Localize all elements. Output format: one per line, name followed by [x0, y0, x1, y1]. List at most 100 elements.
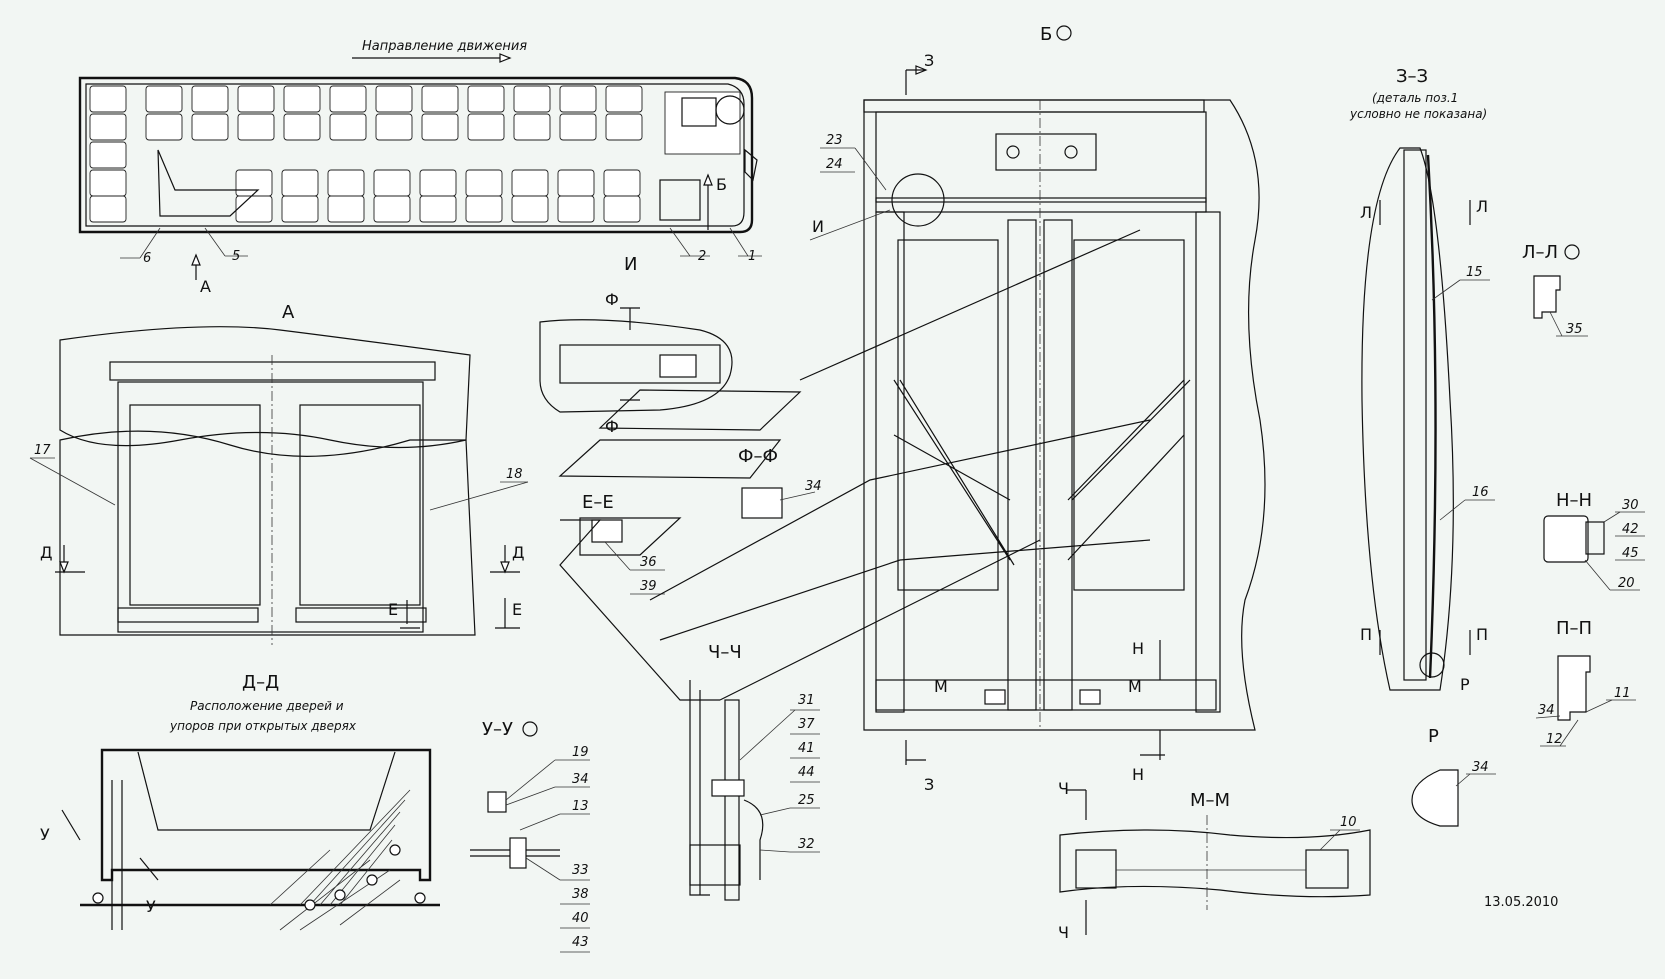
driver-seat — [681, 97, 717, 127]
view-MM-title: М–М — [1190, 790, 1230, 811]
view-ZZ-note-1: (деталь поз.1 — [1372, 91, 1458, 105]
view-LL-rotation-symbol — [1564, 244, 1580, 260]
seat — [375, 85, 413, 113]
view-PP: П–П 11 34 12 — [1535, 618, 1636, 747]
leader-35 — [1549, 311, 1563, 337]
seat — [235, 169, 273, 197]
view-ZZ-title: З–З — [1396, 66, 1428, 87]
seat — [465, 169, 503, 197]
callout-19: 19 — [572, 745, 589, 760]
view-DD-caption-1: Расположение дверей и — [190, 699, 344, 713]
seat — [237, 113, 275, 141]
callout-16: 16 — [1472, 485, 1489, 500]
door-frame — [117, 381, 424, 633]
section-U-lower — [139, 857, 159, 881]
seat — [89, 169, 127, 197]
projection-band-3 — [559, 519, 720, 701]
left-brace — [893, 379, 1015, 566]
view-B-rotation-symbol — [1056, 25, 1072, 41]
view-CHCH-clamp — [711, 779, 745, 797]
callout-39: 39 — [640, 579, 657, 594]
leader-11 — [1585, 699, 1613, 713]
top-header — [863, 99, 1205, 113]
seat — [465, 195, 503, 223]
view-R-profile — [1411, 769, 1459, 827]
mark-P-left: П — [1360, 625, 1372, 644]
mark-M-right: М — [1128, 677, 1142, 696]
projection-line-a — [649, 419, 1151, 601]
leader-I — [809, 209, 891, 241]
view-EE-profile — [591, 519, 623, 543]
seat — [557, 169, 595, 197]
seat — [281, 195, 319, 223]
view-MM: М–М 10 Ч Ч — [1058, 779, 1371, 942]
leader-23 — [854, 147, 887, 191]
left-leaf-glass — [897, 239, 999, 591]
bus-plan-view: Направление движения Б А 6 5 2 1 — [78, 39, 762, 296]
seat — [421, 85, 459, 113]
mark-Z-top: З — [924, 51, 934, 70]
projection-line-d — [719, 539, 1041, 701]
seat — [513, 85, 551, 113]
mark-F-top: Ф — [605, 290, 619, 309]
drive-bolt-1 — [1006, 145, 1020, 159]
drive-plate — [995, 133, 1097, 171]
drawing-date: 13.05.2010 — [1484, 895, 1558, 910]
callout-33: 33 — [572, 863, 589, 878]
view-UU-rotation-symbol — [522, 721, 538, 737]
callout-42: 42 — [1622, 522, 1639, 537]
detail-I: И Ф Ф — [539, 254, 802, 479]
mark-B-plan: Б — [716, 175, 727, 194]
mark-A-plan: А — [200, 277, 211, 296]
seat — [327, 195, 365, 223]
view-CHCH-panel — [689, 680, 710, 896]
seat — [327, 169, 365, 197]
view-ZZ: З–З (деталь поз.1 условно не показана) Л… — [1349, 66, 1495, 694]
view-MM-bracket-right — [1305, 849, 1349, 889]
callout-41: 41 — [798, 741, 815, 756]
leader-15 — [1431, 279, 1461, 301]
callout-13: 13 — [572, 799, 589, 814]
callout-34-pp: 34 — [1538, 703, 1555, 718]
bus-body-outline — [78, 76, 754, 234]
seat — [421, 113, 459, 141]
leader-34f — [779, 491, 816, 501]
callout-5: 5 — [232, 249, 240, 264]
seat — [89, 113, 127, 141]
drive-bolt-2 — [1064, 145, 1078, 159]
seat — [373, 195, 411, 223]
callout-34-r: 34 — [1472, 760, 1489, 775]
seat — [467, 113, 505, 141]
mark-N-bottom: Н — [1132, 765, 1144, 784]
seat — [375, 113, 413, 141]
mark-D-left: Д — [40, 543, 53, 562]
mechanism-housing — [875, 111, 1207, 203]
callout-34-uu: 34 — [572, 772, 589, 787]
view-DD-title: Д–Д — [242, 672, 279, 693]
view-DD-caption-2: упоров при открытых дверях — [169, 719, 357, 733]
mark-CH-bottom: Ч — [1058, 923, 1069, 942]
section-U-left — [61, 809, 81, 841]
view-B-outline — [863, 99, 1266, 731]
seat — [89, 141, 127, 169]
seat — [145, 85, 183, 113]
door-sill — [875, 679, 1217, 711]
leader-2 — [669, 227, 691, 257]
seat — [235, 195, 273, 223]
view-R-title: Р — [1428, 726, 1439, 747]
callout-6: 6 — [143, 251, 151, 266]
view-A-body — [59, 430, 476, 636]
leader-30 — [1603, 511, 1621, 523]
door-leaf-right — [299, 404, 421, 606]
leader-17 — [29, 457, 116, 506]
view-ZZ-outline — [1361, 147, 1454, 691]
callout-34-ff: 34 — [805, 479, 822, 494]
view-CHCH: Ч–Ч 31 37 41 44 25 32 — [689, 642, 820, 901]
view-LL-profile — [1533, 275, 1561, 319]
bracket-block — [487, 791, 507, 813]
rear-door-well — [157, 149, 260, 217]
view-MM-bracket-left — [1075, 849, 1117, 889]
view-NN-title: Н–Н — [1556, 490, 1592, 511]
callout-17: 17 — [34, 443, 51, 458]
